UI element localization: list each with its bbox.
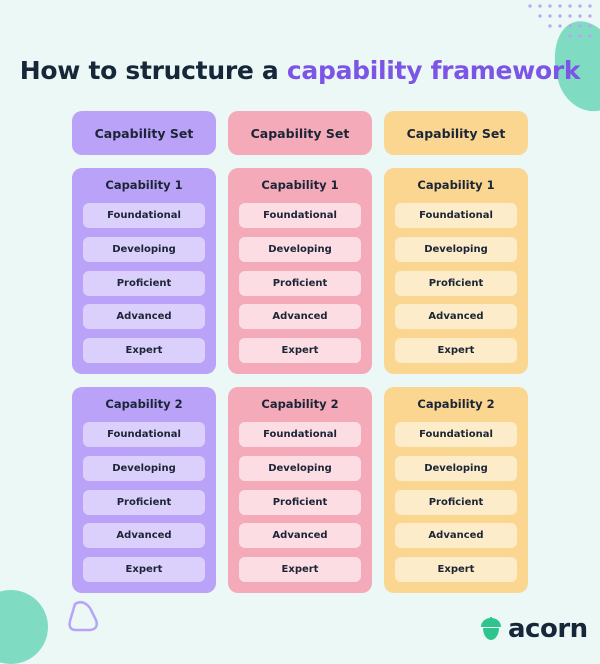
level-pill: Advanced bbox=[83, 523, 205, 548]
capability-card: Capability 1 Foundational Developing Pro… bbox=[228, 168, 372, 374]
level-pill: Developing bbox=[395, 237, 517, 262]
capability-card: Capability 1 Foundational Developing Pro… bbox=[384, 168, 528, 374]
level-pill: Advanced bbox=[83, 304, 205, 329]
capability-card: Capability 2 Foundational Developing Pro… bbox=[228, 387, 372, 593]
level-pill: Proficient bbox=[83, 490, 205, 515]
level-pill: Developing bbox=[239, 237, 361, 262]
level-pill: Proficient bbox=[239, 490, 361, 515]
title-prefix: How to structure a bbox=[19, 56, 287, 85]
dot-grid-icon bbox=[528, 4, 592, 38]
capability-set-header: Capability Set bbox=[228, 111, 372, 155]
capability-card: Capability 2 Foundational Developing Pro… bbox=[384, 387, 528, 593]
level-pill: Proficient bbox=[395, 490, 517, 515]
capability-title: Capability 1 bbox=[105, 178, 183, 192]
capability-set-header: Capability Set bbox=[72, 111, 216, 155]
level-pill: Developing bbox=[83, 456, 205, 481]
capability-title: Capability 1 bbox=[417, 178, 495, 192]
level-pill: Foundational bbox=[239, 422, 361, 447]
level-pill: Proficient bbox=[395, 271, 517, 296]
level-pill: Proficient bbox=[239, 271, 361, 296]
triangle-outline-icon bbox=[68, 600, 98, 632]
level-pill: Foundational bbox=[395, 203, 517, 228]
level-pill: Advanced bbox=[239, 523, 361, 548]
level-pill: Expert bbox=[395, 338, 517, 363]
capability-title: Capability 2 bbox=[417, 397, 495, 411]
logo-text: acorn bbox=[508, 614, 588, 644]
capability-set-header: Capability Set bbox=[384, 111, 528, 155]
level-pill: Foundational bbox=[239, 203, 361, 228]
capability-title: Capability 2 bbox=[261, 397, 339, 411]
level-pill: Expert bbox=[83, 557, 205, 582]
title-highlight: capability framework bbox=[286, 56, 581, 85]
capability-card: Capability 1 Foundational Developing Pro… bbox=[72, 168, 216, 374]
capability-card: Capability 2 Foundational Developing Pro… bbox=[72, 387, 216, 593]
level-pill: Advanced bbox=[239, 304, 361, 329]
acorn-logo: acorn bbox=[480, 612, 588, 646]
level-pill: Foundational bbox=[395, 422, 517, 447]
level-pill: Developing bbox=[239, 456, 361, 481]
level-pill: Expert bbox=[395, 557, 517, 582]
level-pill: Developing bbox=[83, 237, 205, 262]
level-pill: Expert bbox=[83, 338, 205, 363]
acorn-logo-icon bbox=[481, 617, 501, 640]
level-pill: Proficient bbox=[83, 271, 205, 296]
level-pill: Expert bbox=[239, 338, 361, 363]
level-pill: Advanced bbox=[395, 304, 517, 329]
capability-title: Capability 2 bbox=[105, 397, 183, 411]
level-pill: Foundational bbox=[83, 422, 205, 447]
capability-title: Capability 1 bbox=[261, 178, 339, 192]
page-title: How to structure a capability framework bbox=[0, 56, 600, 85]
level-pill: Developing bbox=[395, 456, 517, 481]
level-pill: Expert bbox=[239, 557, 361, 582]
level-pill: Advanced bbox=[395, 523, 517, 548]
blob-icon bbox=[0, 590, 48, 664]
level-pill: Foundational bbox=[83, 203, 205, 228]
